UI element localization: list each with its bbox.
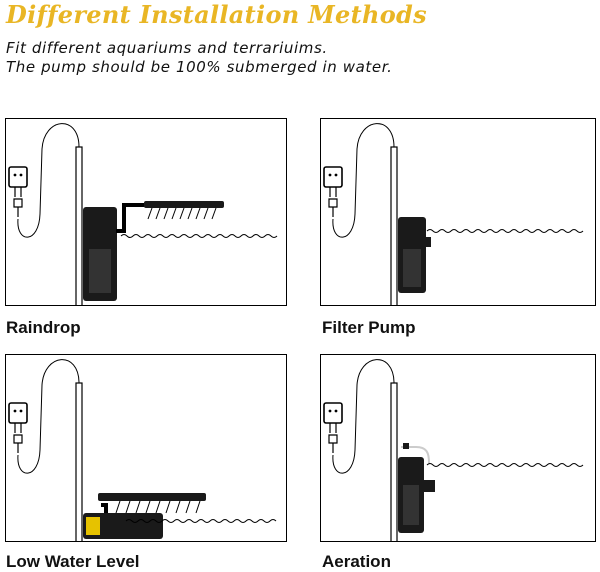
filter-pump-installation-illustration bbox=[323, 123, 584, 305]
page-title: Different Installation Methods bbox=[6, 0, 427, 29]
raindrop-caption: Raindrop bbox=[6, 318, 81, 337]
filter-pump-panel bbox=[320, 118, 596, 306]
water-surface bbox=[125, 519, 277, 523]
filter-pump-caption: Filter Pump bbox=[322, 318, 416, 337]
aeration-caption: Aeration bbox=[322, 552, 391, 571]
water-surface bbox=[426, 229, 584, 233]
raindrop-installation-illustration bbox=[8, 123, 278, 305]
water-surface bbox=[426, 463, 584, 467]
low-water-level-caption: Low Water Level bbox=[6, 552, 140, 571]
low-water-level-panel bbox=[5, 354, 287, 542]
low-water-level-installation-illustration bbox=[8, 359, 277, 541]
water-surface bbox=[120, 234, 278, 238]
aeration-installation-illustration bbox=[323, 359, 584, 541]
aeration-panel bbox=[320, 354, 596, 542]
subtitle-line-1: Fit different aquariums and terrariuims. bbox=[6, 39, 328, 57]
raindrop-panel bbox=[5, 118, 287, 306]
subtitle-line-2: The pump should be 100% submerged in wat… bbox=[6, 58, 393, 76]
